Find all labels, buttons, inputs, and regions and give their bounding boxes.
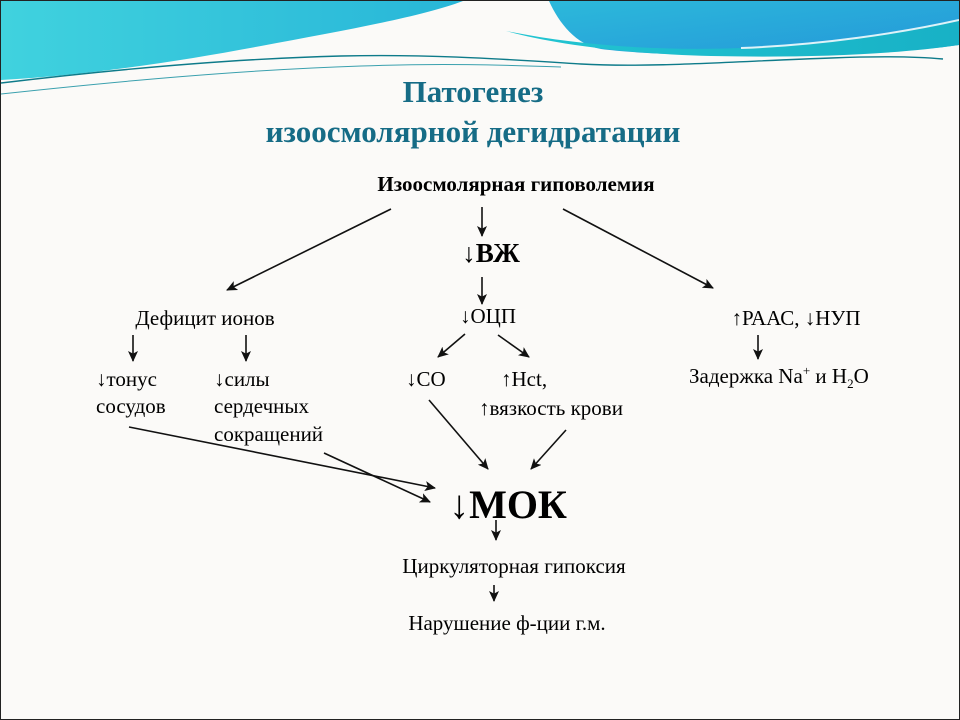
arrow-hypovolemia-to-raas <box>562 208 714 289</box>
wave-thin-line-1 <box>1 54 944 84</box>
vessel-tone-line2: сосудов <box>96 394 166 419</box>
node-ion-deficit: Дефицит ионов <box>135 306 275 330</box>
node-ocp: ↓ОЦП <box>460 304 516 328</box>
retention-pre: Задержка Na <box>689 364 803 388</box>
wave-teal-stripe <box>506 20 959 57</box>
node-brain-dysfunction: Нарушение ф-ции г.м. <box>408 611 606 635</box>
node-hct: ↑Hct, <box>501 367 548 391</box>
retention-mid: и H <box>810 364 848 388</box>
node-vessel-tone: ↓тонус сосудов <box>96 366 166 421</box>
contraction-force-line1: ↓силы <box>214 367 270 391</box>
retention-post: O <box>853 364 869 388</box>
node-hypovolemia: Изоосмолярная гиповолемия <box>377 172 655 196</box>
wave-left-band <box>1 1 463 80</box>
slide-title-line2: изоосмолярной дегидратации <box>265 114 681 149</box>
node-co: ↓СО <box>406 367 446 391</box>
arrow-ocp-to-hct <box>497 334 530 358</box>
arrow-sila-to-mok <box>323 452 431 503</box>
contraction-force-line3: сокращений <box>214 421 324 446</box>
node-vzh: ↓ВЖ <box>462 238 520 268</box>
retention-sup: + <box>802 363 811 378</box>
arrow-hypovolemia-to-deficit <box>226 208 392 291</box>
retention-sub: 2 <box>847 376 854 392</box>
contraction-force-line2: сердечных <box>214 394 310 419</box>
vessel-tone-line1: ↓тонус <box>96 367 157 391</box>
wave-thin-line-2 <box>1 63 562 95</box>
slide-title: Патогенез изоосмолярной дегидратации <box>266 72 681 152</box>
node-circulatory-hypoxia: Циркуляторная гипоксия <box>402 554 626 578</box>
node-blood-viscosity: ↑вязкость крови <box>479 396 623 420</box>
arrow-hct-to-mok <box>530 429 567 470</box>
node-na-h2o-retention: Задержка Na+ и H2O <box>689 363 869 393</box>
node-raas-nup: ↑РААС, ↓НУП <box>731 306 861 330</box>
wave-highlight-line <box>740 19 959 49</box>
node-mok: ↓МОК <box>449 482 567 527</box>
node-contraction-force: ↓силы сердечных сокращений <box>214 366 323 448</box>
wave-banner <box>1 1 959 95</box>
slide-title-line1: Патогенез <box>402 74 544 109</box>
arrow-ocp-to-co <box>437 333 466 358</box>
